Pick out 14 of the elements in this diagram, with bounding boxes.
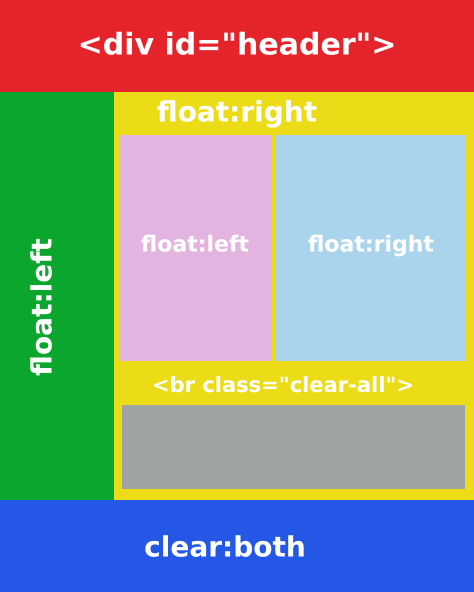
- box-label: float:right: [308, 232, 434, 258]
- box-label: <br class="clear-all">: [152, 373, 414, 397]
- float-box: [276, 135, 466, 361]
- box-label: float:left: [140, 232, 250, 258]
- box-label: float:right: [156, 96, 318, 128]
- footer-band: [0, 500, 474, 592]
- box-label: <div id="header">: [78, 28, 396, 62]
- header-band: [0, 0, 474, 92]
- sidebar-panel: [0, 92, 114, 500]
- placeholder-box: [122, 405, 465, 489]
- content-panel: [114, 92, 474, 500]
- box-label: clear:both: [144, 530, 306, 564]
- float-box: [120, 135, 271, 361]
- box-label: float:left: [26, 238, 58, 376]
